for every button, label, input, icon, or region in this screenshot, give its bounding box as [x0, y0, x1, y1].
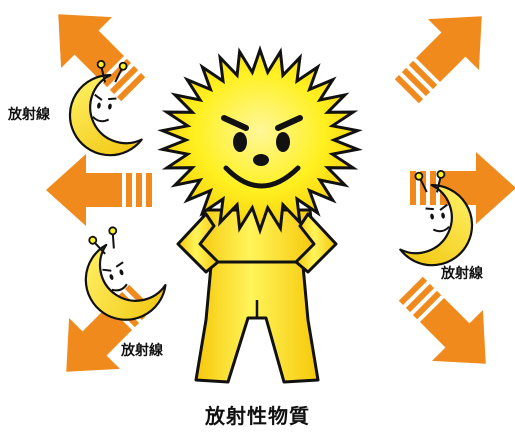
radiation-label: 放射線	[441, 266, 483, 282]
diagram-title: 放射性物質	[205, 404, 310, 428]
crescent-moon-character-icon	[68, 215, 174, 333]
radiation-arrow-icon	[32, 0, 159, 115]
radiation-arrow-icon	[381, 0, 508, 117]
radiation-label: 放射線	[121, 343, 163, 359]
radiation-label: 放射線	[8, 107, 50, 123]
radiation-arrow-icon	[46, 154, 152, 226]
sun-character-icon	[157, 45, 363, 384]
